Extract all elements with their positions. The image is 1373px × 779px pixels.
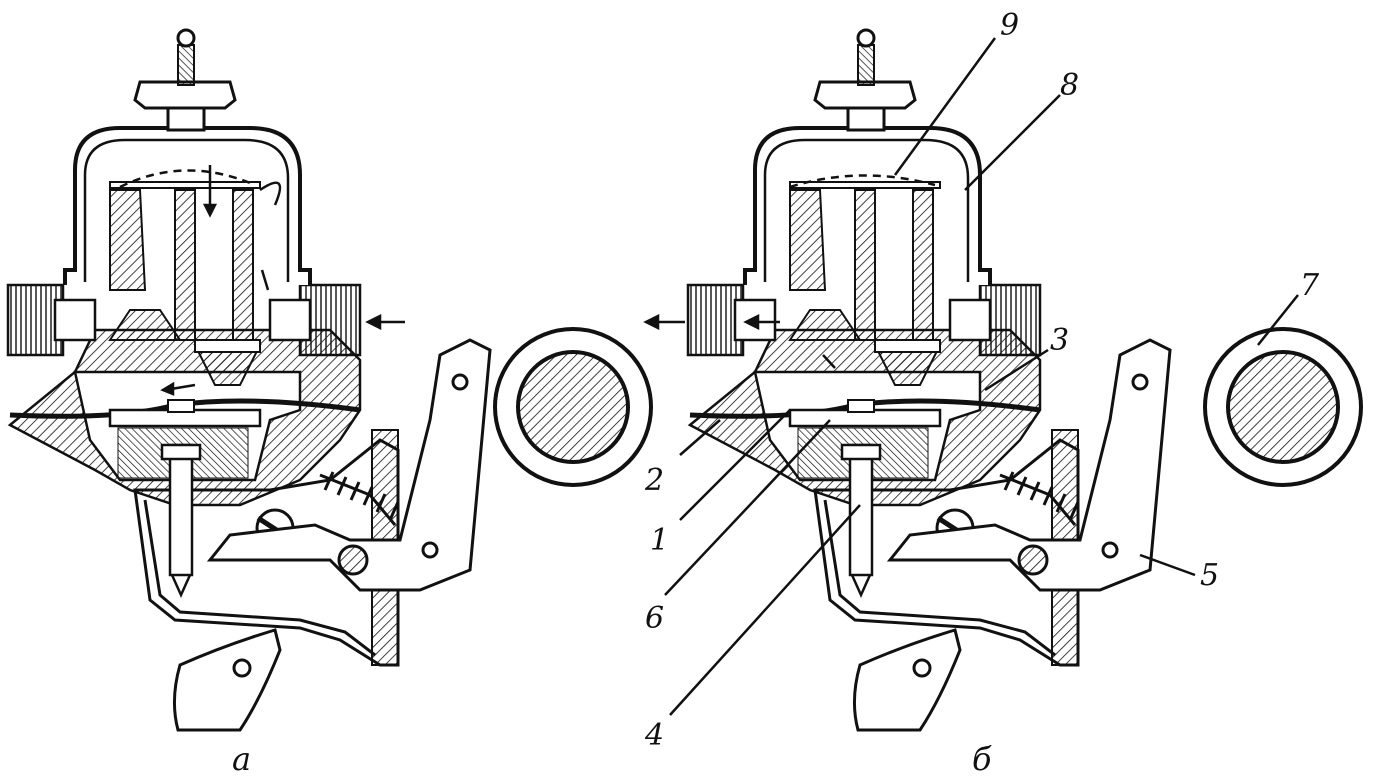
callout-8: 8	[1060, 68, 1079, 103]
callout-3: 3	[1050, 323, 1069, 358]
callout-5: 5	[1200, 558, 1219, 593]
callout-4: 4	[644, 718, 664, 753]
flow-arrows	[119, 165, 405, 396]
callout-2: 2	[644, 463, 664, 498]
flow-arrows-b	[643, 174, 936, 369]
callout-1: 1	[650, 523, 669, 558]
caption-b: б	[972, 740, 992, 778]
caption-a: а	[232, 740, 251, 778]
callout-6: 6	[645, 601, 664, 636]
callout-9: 9	[1000, 8, 1019, 43]
leader-lines	[664, 37, 1299, 716]
callout-7: 7	[1300, 268, 1320, 303]
pump-view-a: а	[8, 30, 653, 778]
pump-view-b: 9 8 7 3 5 2 1 6 4 б	[643, 8, 1363, 778]
